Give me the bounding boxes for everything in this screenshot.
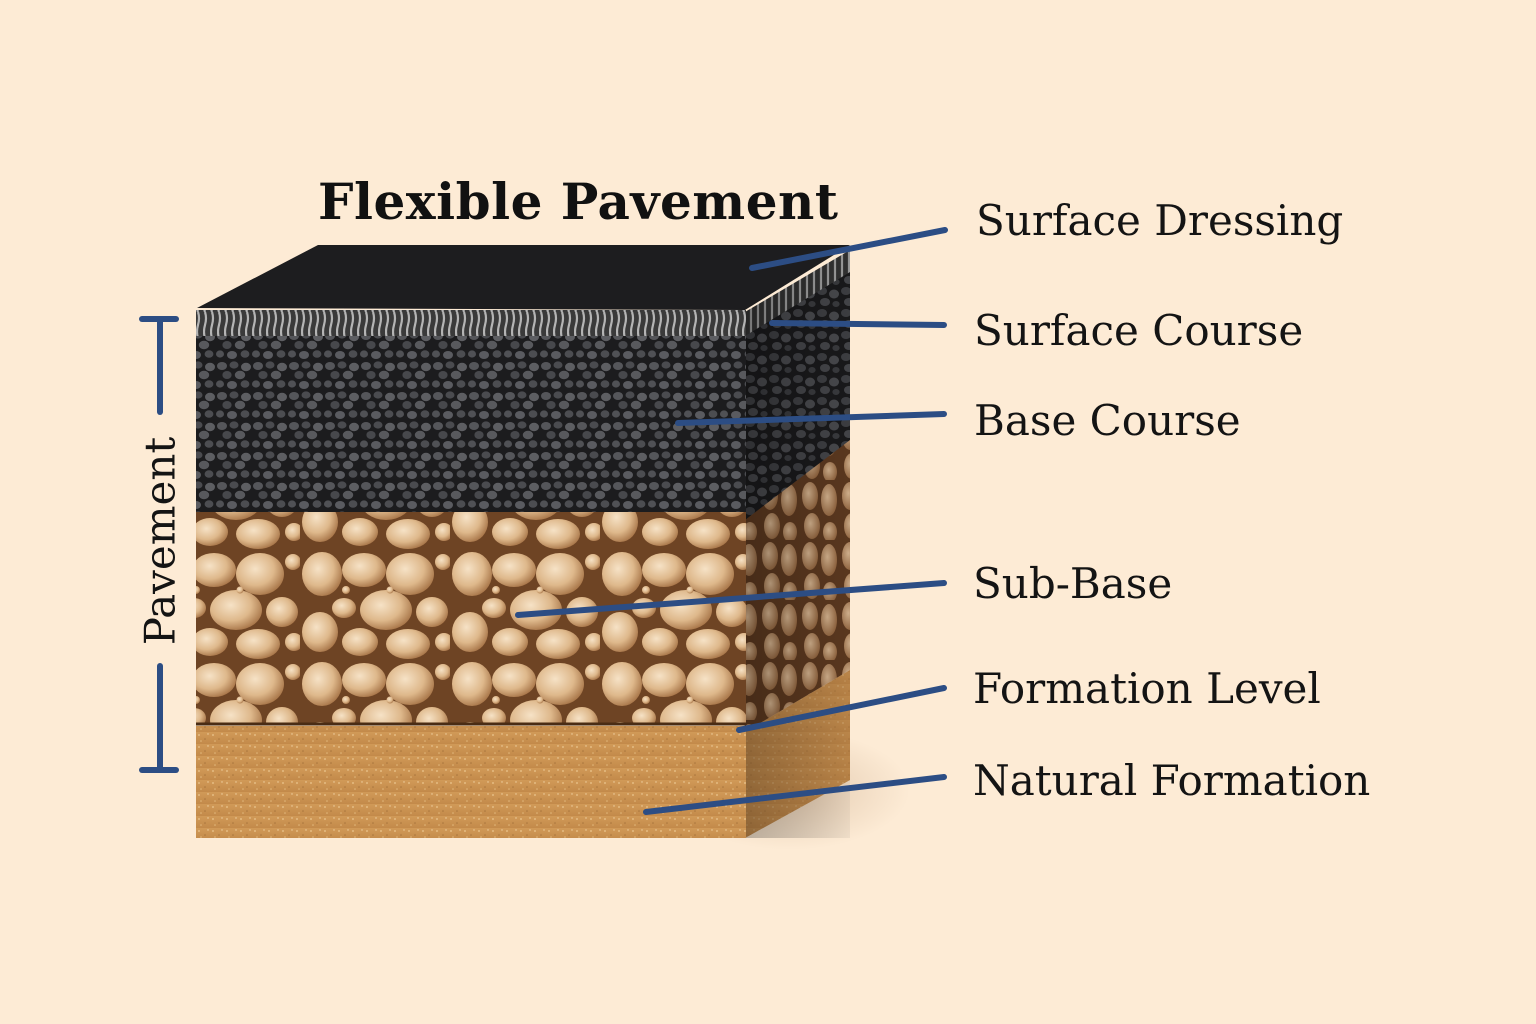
- leader-surface-dressing: [749, 227, 948, 271]
- diagram-title: Flexible Pavement: [318, 172, 839, 231]
- surface-course-layer: [196, 310, 746, 336]
- block-front-face: [196, 310, 746, 838]
- base-course-layer: [196, 336, 746, 512]
- label-base-course: Base Course: [974, 396, 1241, 445]
- label-sub-base: Sub-Base: [973, 559, 1173, 608]
- leader-formation-level: [736, 685, 947, 733]
- pavement-bracket: [139, 316, 179, 773]
- label-surface-course: Surface Course: [974, 306, 1304, 355]
- leader-surface-course: [769, 320, 947, 328]
- sub-base-layer: [196, 512, 746, 725]
- label-surface-dressing: Surface Dressing: [976, 196, 1344, 245]
- surface-dressing-top-face: [197, 245, 850, 310]
- natural-formation-layer: [196, 726, 746, 838]
- block-side-face: [745, 250, 850, 838]
- leader-base-course: [675, 411, 947, 426]
- label-natural-formation: Natural Formation: [973, 756, 1371, 805]
- pavement-bracket-label: Pavement: [135, 436, 185, 646]
- leader-lines: [515, 227, 948, 815]
- leader-natural-formation: [643, 774, 947, 815]
- label-formation-level: Formation Level: [973, 664, 1321, 713]
- leader-sub-base: [515, 580, 947, 618]
